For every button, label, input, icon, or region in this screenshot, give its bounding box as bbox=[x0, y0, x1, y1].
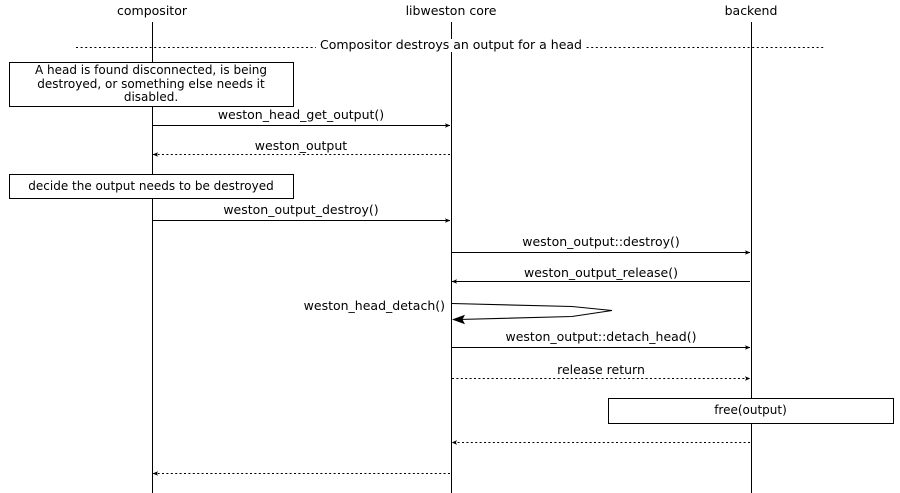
message-label-msg-weston-output-destroy: weston_output_destroy() bbox=[220, 203, 382, 217]
messages-group bbox=[152, 123, 751, 476]
message-label-msg-weston-output-detach-head: weston_output::detach_head() bbox=[502, 330, 700, 344]
note-box-note-decide-destroy bbox=[9, 174, 294, 199]
message-label-msg-weston-output-destroy-vfunc: weston_output::destroy() bbox=[519, 235, 683, 249]
message-label-msg-weston-head-detach: weston_head_detach() bbox=[301, 298, 447, 313]
note-box-note-free-output bbox=[608, 398, 894, 424]
note-label-note-free-output: free(output) bbox=[608, 404, 893, 418]
message-label-msg-weston-output-return: weston_output bbox=[251, 139, 351, 153]
participant-label-backend: backend bbox=[724, 3, 778, 18]
self-message-arrowhead-msg-weston-head-detach bbox=[452, 314, 465, 325]
message-label-msg-weston-head-get-output: weston_head_get_output() bbox=[214, 108, 388, 122]
self-message-path-msg-weston-head-detach bbox=[451, 302, 613, 321]
note-boxes-group bbox=[9, 62, 894, 424]
note-line: disabled. bbox=[123, 90, 179, 105]
message-label-msg-release-return: release return bbox=[554, 363, 648, 377]
note-line: decide the output needs to be destroyed bbox=[28, 178, 274, 193]
note-label-note-decide-destroy: decide the output needs to be destroyed bbox=[9, 178, 293, 194]
participant-label-compositor: compositor bbox=[117, 3, 187, 18]
divider-label: Compositor destroys an output for a head bbox=[316, 38, 586, 52]
note-line: free(output) bbox=[714, 403, 787, 418]
participant-label-libweston_core: libweston core bbox=[405, 3, 497, 18]
note-box-note-head-disconnected bbox=[9, 62, 294, 107]
message-label-msg-weston-output-release: weston_output_release() bbox=[521, 266, 681, 280]
note-line: destroyed, or something else needs it bbox=[37, 76, 265, 91]
note-line: A head is found disconnected, is being bbox=[34, 63, 268, 78]
